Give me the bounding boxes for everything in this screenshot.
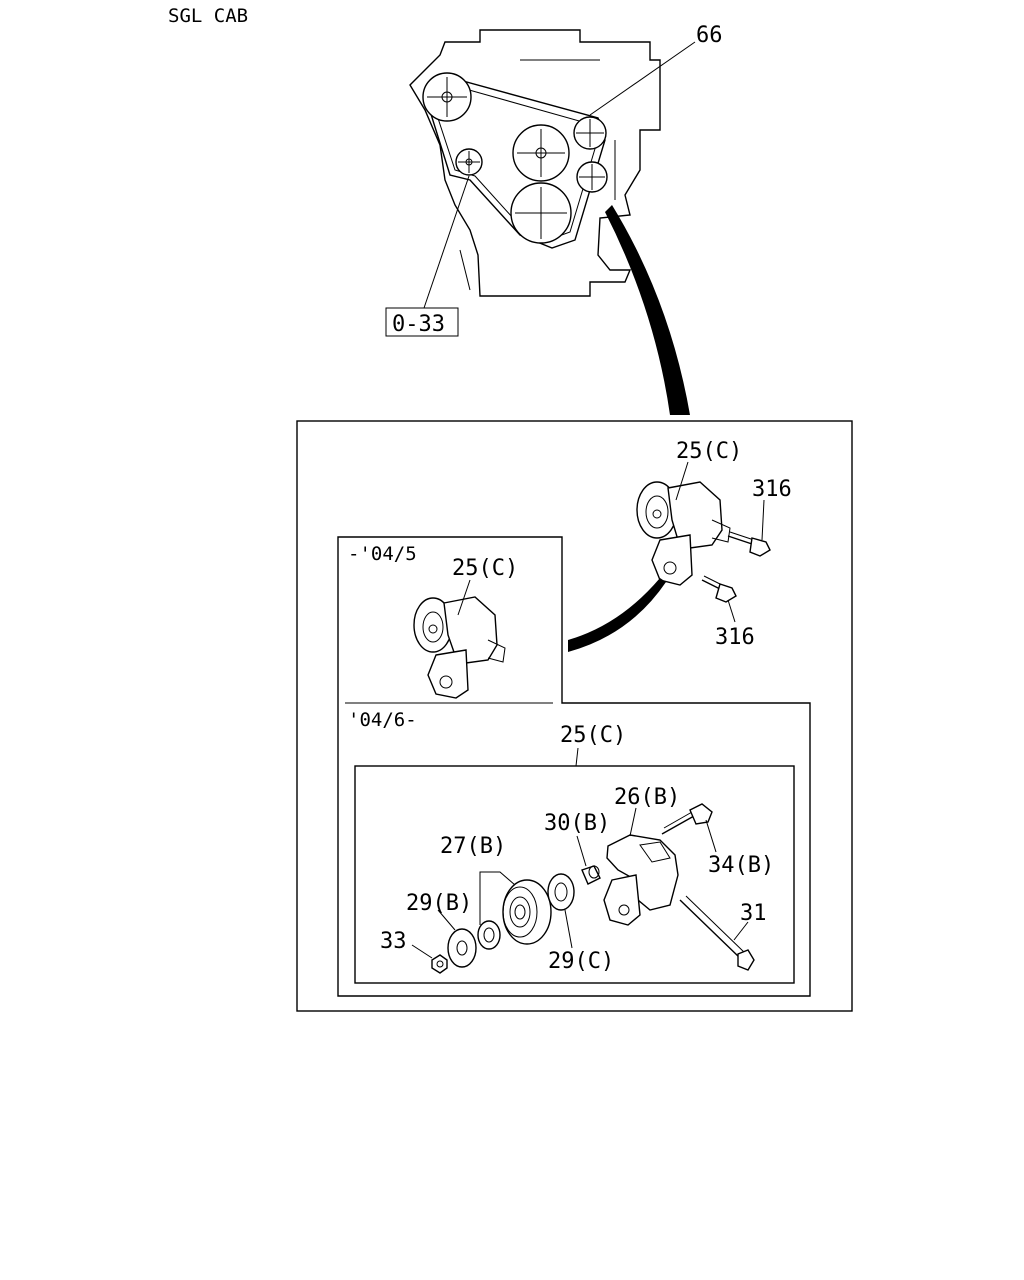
header-title: SGL CAB (168, 5, 248, 27)
engine-front-view (409, 29, 661, 297)
leader-assembly-late (575, 747, 579, 767)
label-assembly-main: 25(C) (676, 439, 742, 464)
detail-frame (296, 420, 853, 1012)
exploded-view-frame (354, 765, 795, 984)
label-period-late: '04/6- (348, 709, 417, 731)
nut-33 (431, 954, 448, 974)
zoom-pointer (605, 205, 690, 415)
reference-box[interactable] (385, 307, 459, 337)
label-bolt-upper: 316 (752, 477, 792, 502)
label-nut: 33 (380, 929, 407, 954)
bracket-26b (603, 834, 679, 926)
leader-assembly-main (675, 461, 689, 501)
bolt-31 (679, 895, 755, 971)
label-spacer-inner: 29(B) (406, 891, 472, 916)
leader-pulley (479, 871, 516, 925)
bolt-lower (701, 575, 737, 603)
bolt-34b (661, 803, 713, 835)
label-bolt-pivot: 34(B) (708, 853, 774, 878)
label-collar: 30(B) (544, 811, 610, 836)
leader-nut (411, 944, 433, 959)
leader-collar (576, 835, 587, 867)
pulley-27b (502, 879, 552, 945)
label-assembly-early: 25(C) (452, 556, 518, 581)
bolt-upper (727, 531, 771, 557)
spacer-29c (547, 873, 575, 911)
leader-reference (423, 175, 470, 309)
variant-pointer (568, 578, 666, 652)
tensioner-assembly-early (413, 596, 506, 699)
leader-bolt-pivot (705, 819, 717, 853)
label-period-early: -'04/5 (348, 543, 417, 565)
leader-belt (589, 41, 696, 116)
leader-bolt-long (733, 921, 749, 941)
leader-spacer-outer (564, 909, 573, 949)
leader-bolt-upper (761, 499, 765, 541)
leader-bracket (629, 807, 637, 837)
spacer-29b (447, 928, 477, 968)
tensioner-assembly-main (636, 481, 731, 586)
label-bracket: 26(B) (614, 785, 680, 810)
label-bolt-lower: 316 (715, 625, 755, 650)
collar-30b (581, 865, 601, 885)
label-bolt-long: 31 (740, 901, 767, 926)
bearing (477, 920, 501, 950)
label-belt: 66 (696, 23, 723, 48)
variant-frame (337, 536, 811, 997)
label-pulley: 27(B) (440, 834, 506, 859)
label-spacer-outer: 29(C) (548, 949, 614, 974)
label-reference[interactable]: 0-33 (392, 312, 445, 337)
label-assembly-late: 25(C) (560, 723, 626, 748)
leader-spacer-inner (437, 909, 456, 931)
leader-bolt-lower (727, 599, 736, 623)
leader-assembly-early (457, 579, 471, 616)
